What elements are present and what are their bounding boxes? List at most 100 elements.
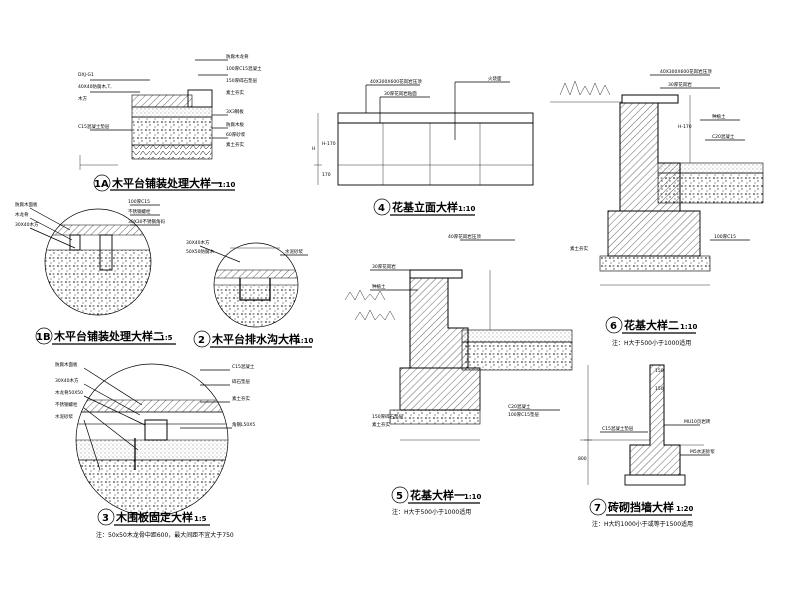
d4-label-1: 30厚花岗岩贴面	[384, 90, 417, 97]
d1a-title: 木平台铺装处理大样一	[111, 176, 222, 190]
d6-label-5: 100厚C15	[714, 234, 736, 240]
d3-label-7: 素土夯实	[232, 395, 250, 402]
d1a-label-8: 3X3钢板	[226, 108, 244, 115]
d6-label-0: 40X300X600花岗岩压顶	[660, 68, 712, 75]
d1a-number: 1A	[94, 179, 109, 190]
d2-scale: 1:10	[296, 337, 314, 345]
detail-1b: 防腐木面板 木龙骨 30X40木方 100厚C15 不锈钢螺栓 30X30不锈钢…	[15, 199, 176, 345]
d1b-scale: 1:5	[160, 334, 173, 342]
d7-number-circle	[589, 498, 607, 516]
d5-scale: 1:10	[464, 493, 482, 501]
d1b-label-0: 防腐木面板	[15, 201, 38, 208]
d5-label-4: 100厚C15垫层	[508, 411, 539, 418]
d1b-label-4: 不锈钢螺栓	[128, 208, 151, 215]
d3-note: 注：50x50木龙骨中距600，最大间距不宜大于750	[96, 531, 234, 539]
detail-1a: DXJ-G1 40X40防腐木,T, 木方 C15混凝土垫层 防腐木龙骨 100…	[78, 53, 262, 192]
d6-label-3: 种植土	[712, 113, 726, 120]
d7-label-5: C15混凝土垫层	[602, 425, 634, 432]
d6-title: 花基大样二	[624, 318, 679, 332]
d1a-scale: 1:10	[218, 181, 236, 189]
d3-number: 3	[102, 513, 109, 524]
d3-scale: 1:5	[194, 515, 207, 523]
d2-label-2: 水泥砂浆	[285, 248, 303, 255]
d4-title: 花基立面大样	[392, 200, 458, 214]
d3-detail-circle	[75, 363, 229, 517]
d1b-label-5: 30X30不锈钢角码	[128, 218, 166, 225]
detail-7: 150 150 800 MU10页岩砖 M5水泥砂浆 C15混凝土垫层 7 砖砌…	[578, 364, 715, 528]
d7-number: 7	[594, 503, 601, 514]
d1a-label-4: 防腐木龙骨	[226, 53, 249, 60]
detail-6: 40X300X600花岗岩压顶 30厚花岗岩 H-170 种植土 C20混凝土 …	[550, 68, 764, 347]
d5-label-2: 种植土	[372, 283, 386, 290]
d2-number: 2	[198, 335, 205, 346]
d7-label-1: 150	[655, 386, 664, 392]
d1b-number: 1B	[36, 332, 51, 343]
d1b-label-3: 100厚C15	[128, 199, 150, 205]
d4-label-0: 40X300X600花岗岩压顶	[370, 78, 422, 85]
d1a-label-11: 素土夯实	[226, 141, 244, 148]
d4-label-3: H	[312, 146, 315, 152]
d1a-label-7: 素土夯实	[226, 89, 244, 96]
d1a-number-circle	[93, 174, 111, 192]
d3-label-1: 30X40木方	[55, 377, 79, 384]
d7-scale: 1:20	[676, 505, 694, 513]
d3-label-2: 木龙骨50X50	[55, 389, 83, 396]
d6-label-6: 素土夯实	[570, 245, 588, 252]
d3-label-8: 角钢L50X5	[232, 421, 255, 428]
d1a-label-10: 60厚砂浆	[226, 131, 246, 138]
d3-label-5: C15混凝土	[232, 363, 255, 370]
d1a-label-3: C15混凝土垫层	[78, 123, 110, 130]
d5-label-0: 40厚花岗岩压顶	[448, 233, 481, 240]
d6-number: 6	[610, 321, 617, 332]
d3-label-4: 水泥砂浆	[55, 413, 73, 420]
d1b-label-2: 30X40木方	[15, 221, 39, 228]
d6-label-4: C20混凝土	[712, 133, 735, 140]
d2-number-circle	[193, 330, 211, 348]
d5-label-3: C20混凝土	[508, 403, 531, 410]
d6-number-circle	[605, 316, 623, 334]
d1a-label-0: DXJ-G1	[78, 72, 94, 78]
d7-label-2: 800	[578, 456, 587, 462]
d7-label-0: 150	[655, 368, 664, 374]
d4-label-5: 170	[322, 172, 331, 178]
d5-number: 5	[396, 491, 403, 502]
d1b-number-circle	[35, 327, 53, 345]
d2-label-0: 30X40木方	[186, 239, 210, 246]
d5-number-circle	[391, 486, 409, 504]
d2-title: 木平台排水沟大样	[211, 332, 300, 346]
d1a-label-5: 100厚C15混凝土	[226, 65, 262, 72]
d3-number-circle	[97, 508, 115, 526]
d7-note: 注：H大约1000小于或等于1500适用	[592, 520, 693, 528]
d6-label-1: 30厚花岗岩	[668, 81, 692, 88]
d4-label-2: 火烧面	[488, 75, 502, 82]
d7-label-3: MU10页岩砖	[684, 418, 711, 425]
d1a-label-2: 木方	[78, 95, 87, 102]
d7-label-4: M5水泥砂浆	[690, 448, 715, 455]
d1a-label-9: 防腐木板	[226, 121, 244, 128]
d7-title: 砖砌挡墙大样	[608, 500, 674, 514]
d1a-label-1: 40X40防腐木,T,	[78, 83, 112, 90]
d3-label-0: 防腐木面板	[55, 361, 78, 368]
d5-label-1: 30厚花岗岩	[372, 263, 396, 270]
d5-label-6: 素土夯实	[372, 421, 390, 428]
d5-title: 花基大样一	[410, 488, 465, 502]
d4-number: 4	[378, 203, 385, 214]
d3-label-6: 碎石垫层	[232, 378, 250, 385]
d4-label-4: H-170	[322, 141, 336, 147]
detail-2: 30X40木方 50X50防腐木 水泥砂浆 2 木平台排水沟大样 1:10	[186, 239, 314, 348]
d1a-label-6: 150厚碎石垫层	[226, 77, 258, 84]
d3-label-3: 不锈钢螺栓	[55, 401, 78, 408]
d5-label-5: 150厚碎石垫层	[372, 413, 404, 420]
d1b-label-1: 木龙骨	[15, 211, 29, 218]
d2-detail-circle	[213, 242, 299, 328]
d6-scale: 1:10	[680, 323, 698, 331]
d6-note: 注：H大于500小于1000适用	[612, 339, 691, 347]
d5-note: 注：H大于500小于1000适用	[392, 508, 471, 516]
detail-4: 40X300X600花岗岩压顶 30厚花岗岩贴面 火烧面 H H-170 170…	[312, 75, 534, 216]
detail-5: 40厚花岗岩压顶 30厚花岗岩 种植土 C20混凝土 100厚C15垫层 150…	[344, 233, 573, 516]
d1b-detail-circle	[44, 208, 152, 316]
d6-label-2: H-170	[678, 124, 692, 130]
d3-title: 木围板固定大样	[115, 510, 193, 524]
d4-scale: 1:10	[458, 205, 476, 213]
